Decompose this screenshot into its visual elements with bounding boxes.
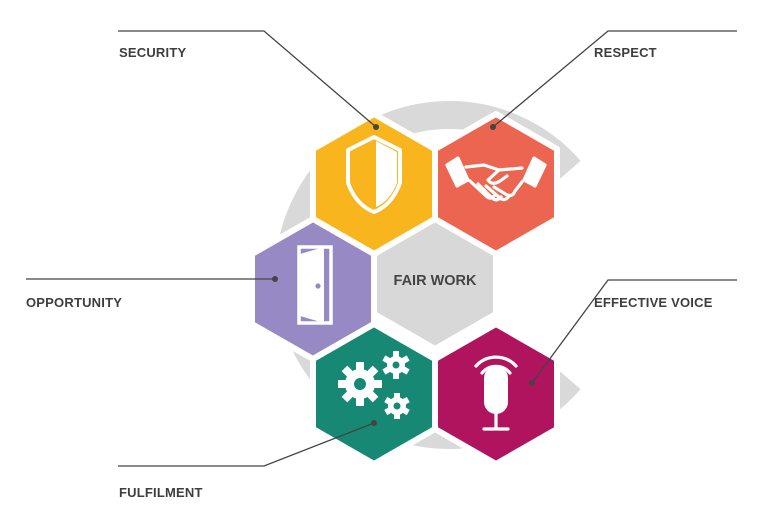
handshake-icon xyxy=(445,156,547,202)
large-gear-icon xyxy=(338,362,382,406)
label-respect: RESPECT xyxy=(594,45,657,60)
small-gear-top-icon xyxy=(382,351,410,379)
center-hexagon: FAIR WORK xyxy=(371,206,499,352)
label-effective-voice: EFFECTIVE VOICE xyxy=(594,295,713,310)
leader-line-security xyxy=(118,30,377,128)
leader-line-fulfilment xyxy=(118,422,375,467)
label-fulfilment: FULFILMENT xyxy=(119,485,203,500)
leader-line-effective-voice xyxy=(531,279,737,384)
small-gear-bottom-icon xyxy=(384,393,410,419)
leader-line-respect xyxy=(492,30,737,128)
microphone-icon xyxy=(474,355,518,431)
leader-lines xyxy=(26,30,737,467)
label-security: SECURITY xyxy=(119,45,187,60)
hexagon-opportunity xyxy=(249,216,377,362)
hexagon-effective-voice xyxy=(432,321,560,467)
door-icon xyxy=(297,245,333,325)
gears-icon xyxy=(338,351,410,419)
shield-icon xyxy=(346,135,402,214)
hexagon-respect xyxy=(432,111,560,257)
hexagon-security xyxy=(310,111,438,257)
label-opportunity: OPPORTUNITY xyxy=(26,295,123,310)
center-label: FAIR WORK xyxy=(394,273,477,289)
